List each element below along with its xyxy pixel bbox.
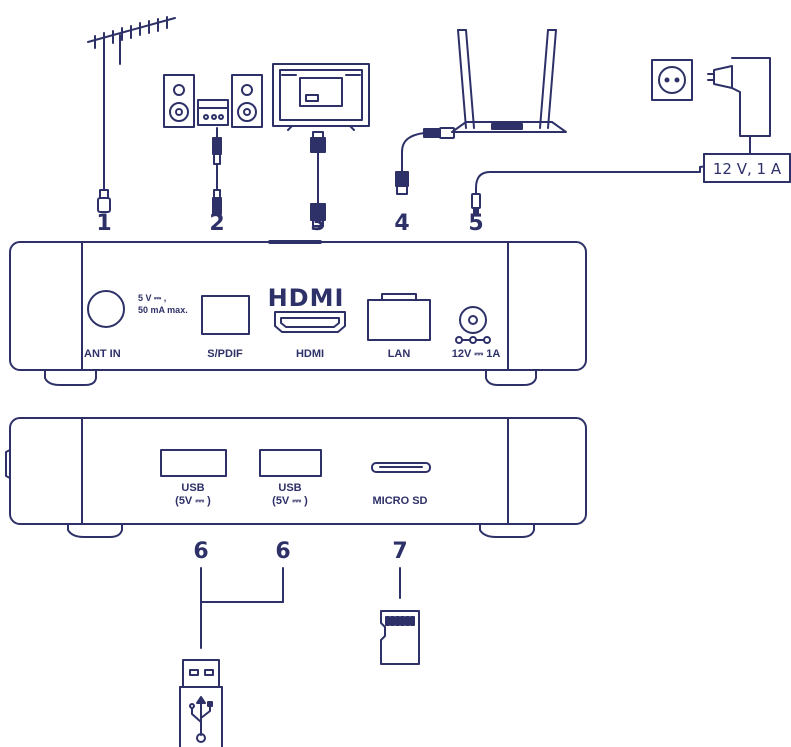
front-panel: [5, 417, 587, 538]
power-adapter-icon: [699, 57, 771, 168]
micro-sd-slot: [371, 462, 431, 473]
ant-in-port: [87, 290, 125, 328]
hdmi-port: [274, 311, 346, 333]
lan-label: LAN: [388, 348, 411, 360]
stereo-system-icon: [163, 74, 263, 128]
power-label: 12V ⎓ 1A: [452, 348, 501, 360]
usb1-label: USB: [181, 482, 204, 494]
number-3: 3: [310, 211, 325, 236]
hdmi-logo: HDMI: [268, 284, 345, 312]
usb1-spec: (5V ⎓ ): [175, 495, 211, 507]
micro-sd-label: MICRO SD: [373, 495, 428, 507]
number-6-right: 6: [275, 539, 290, 564]
usb2-spec: (5V ⎓ ): [272, 495, 308, 507]
usb-stick-icon: [179, 659, 223, 747]
power-outlet-icon: [651, 59, 693, 101]
usb-port-1: [160, 449, 227, 477]
micro-sd-card-icon: [380, 567, 420, 665]
lan-cable-icon: [395, 127, 455, 195]
spdif-label: S/PDIF: [207, 348, 243, 360]
rear-panel: [9, 240, 587, 386]
usb2-label: USB: [278, 482, 301, 494]
router-icon: [451, 29, 567, 133]
number-2: 2: [209, 211, 224, 236]
number-4: 4: [394, 211, 409, 236]
dc-power-port: [459, 306, 487, 334]
number-6-left: 6: [193, 539, 208, 564]
hdmi-label: HDMI: [296, 348, 324, 360]
usb-port-2: [259, 449, 322, 477]
tv-icon: [272, 63, 370, 131]
coax-cable-icon: [212, 127, 222, 215]
usb-lines: [200, 567, 284, 649]
number-7: 7: [392, 539, 407, 564]
hdmi-cable-icon: [310, 131, 326, 227]
power-rating-label: 12 V, 1 A: [713, 160, 782, 178]
spdif-port: [201, 295, 250, 335]
ant-in-label: ANT IN: [84, 348, 121, 360]
number-5: 5: [468, 211, 483, 236]
antenna-icon: [87, 16, 176, 213]
number-1: 1: [96, 211, 111, 236]
power-cable-icon: [471, 166, 701, 216]
power-rating-frame: [703, 153, 791, 183]
lan-port: [367, 299, 431, 341]
ant-spec-line-1: 5 V ⎓ ,: [138, 293, 166, 303]
ant-spec-line-2: 50 mA max.: [138, 305, 188, 315]
